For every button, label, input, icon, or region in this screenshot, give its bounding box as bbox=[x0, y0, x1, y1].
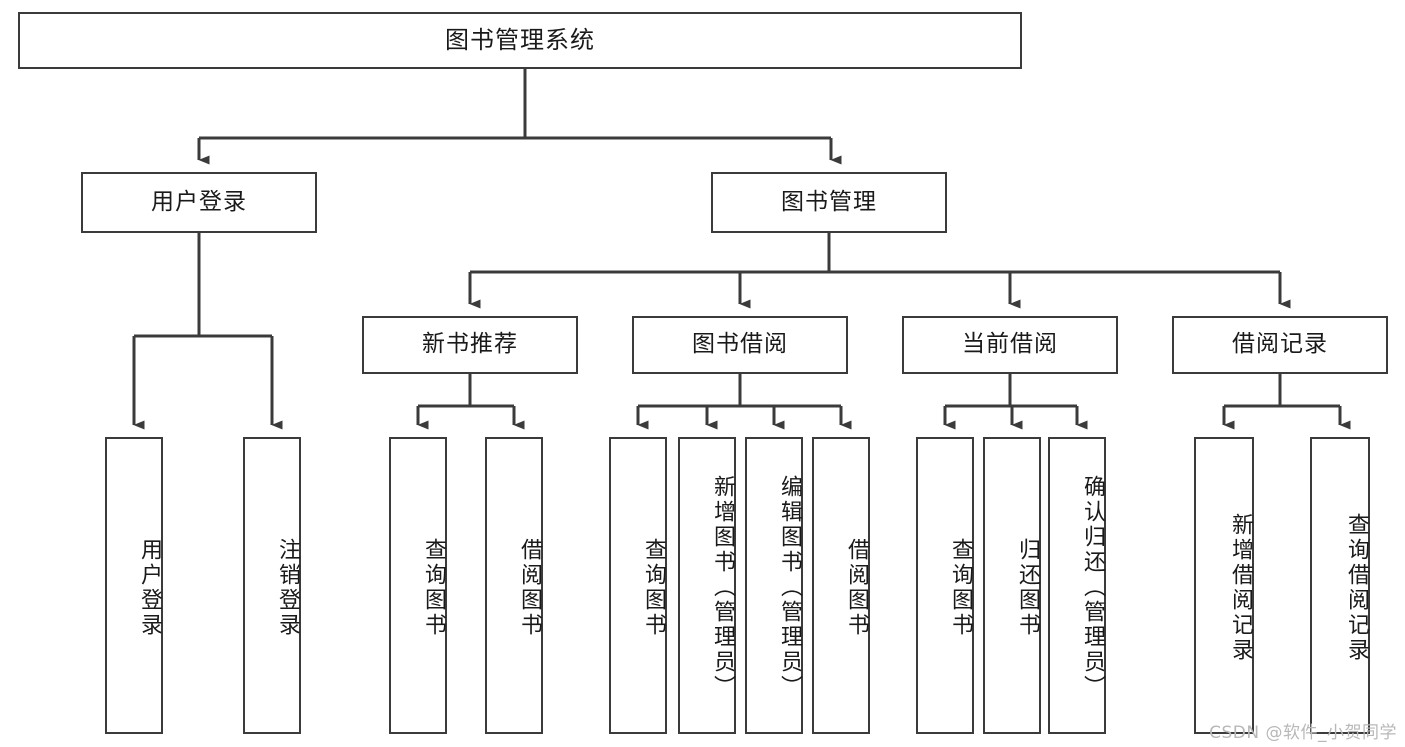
node-leaf-logout-label: 注销登录 bbox=[275, 537, 300, 638]
node-leaf-query-borrow-record[interactable]: 查询借阅记录 bbox=[1310, 437, 1370, 734]
node-user-login[interactable]: 用户登录 bbox=[81, 172, 317, 233]
node-borrow-record-label: 借阅记录 bbox=[1232, 331, 1328, 358]
node-leaf-edit-book-admin[interactable]: 编辑图书（管理员） bbox=[745, 437, 803, 734]
node-leaf-query-book-2-label: 查询图书 bbox=[641, 537, 666, 638]
node-leaf-edit-book-admin-label: 编辑图书（管理员） bbox=[777, 475, 802, 700]
node-leaf-query-book-1-label: 查询图书 bbox=[421, 537, 446, 638]
node-leaf-logout[interactable]: 注销登录 bbox=[243, 437, 301, 734]
node-leaf-confirm-return-admin[interactable]: 确认归还（管理员） bbox=[1048, 437, 1106, 734]
node-leaf-user-login-label: 用户登录 bbox=[137, 537, 162, 638]
node-leaf-user-login[interactable]: 用户登录 bbox=[105, 437, 163, 734]
node-leaf-query-borrow-record-label: 查询借阅记录 bbox=[1344, 512, 1369, 663]
node-leaf-borrow-book-1-label: 借阅图书 bbox=[517, 537, 542, 638]
node-leaf-borrow-book-1[interactable]: 借阅图书 bbox=[485, 437, 543, 734]
node-book-manage[interactable]: 图书管理 bbox=[711, 172, 947, 233]
node-user-login-label: 用户登录 bbox=[151, 188, 247, 215]
node-book-manage-label: 图书管理 bbox=[781, 188, 877, 215]
node-root-label: 图书管理系统 bbox=[445, 26, 595, 55]
node-current-borrow[interactable]: 当前借阅 bbox=[902, 316, 1118, 374]
node-new-book-recommend[interactable]: 新书推荐 bbox=[362, 316, 578, 374]
node-leaf-confirm-return-admin-label: 确认归还（管理员） bbox=[1080, 475, 1105, 700]
node-book-borrow[interactable]: 图书借阅 bbox=[632, 316, 848, 374]
node-leaf-add-book-admin-label: 新增图书（管理员） bbox=[710, 475, 735, 700]
node-leaf-query-book-2[interactable]: 查询图书 bbox=[609, 437, 667, 734]
node-leaf-query-book-3[interactable]: 查询图书 bbox=[916, 437, 974, 734]
node-borrow-record[interactable]: 借阅记录 bbox=[1172, 316, 1388, 374]
node-current-borrow-label: 当前借阅 bbox=[962, 331, 1058, 358]
node-new-book-recommend-label: 新书推荐 bbox=[422, 331, 518, 358]
node-leaf-add-borrow-record-label: 新增借阅记录 bbox=[1228, 512, 1253, 663]
node-leaf-query-book-1[interactable]: 查询图书 bbox=[389, 437, 447, 734]
node-leaf-borrow-book-2[interactable]: 借阅图书 bbox=[812, 437, 870, 734]
node-root[interactable]: 图书管理系统 bbox=[18, 12, 1022, 69]
node-leaf-query-book-3-label: 查询图书 bbox=[948, 537, 973, 638]
node-leaf-return-book[interactable]: 归还图书 bbox=[983, 437, 1041, 734]
node-leaf-add-borrow-record[interactable]: 新增借阅记录 bbox=[1194, 437, 1254, 734]
node-book-borrow-label: 图书借阅 bbox=[692, 331, 788, 358]
node-leaf-borrow-book-2-label: 借阅图书 bbox=[844, 537, 869, 638]
node-leaf-return-book-label: 归还图书 bbox=[1015, 537, 1040, 638]
node-leaf-add-book-admin[interactable]: 新增图书（管理员） bbox=[678, 437, 736, 734]
